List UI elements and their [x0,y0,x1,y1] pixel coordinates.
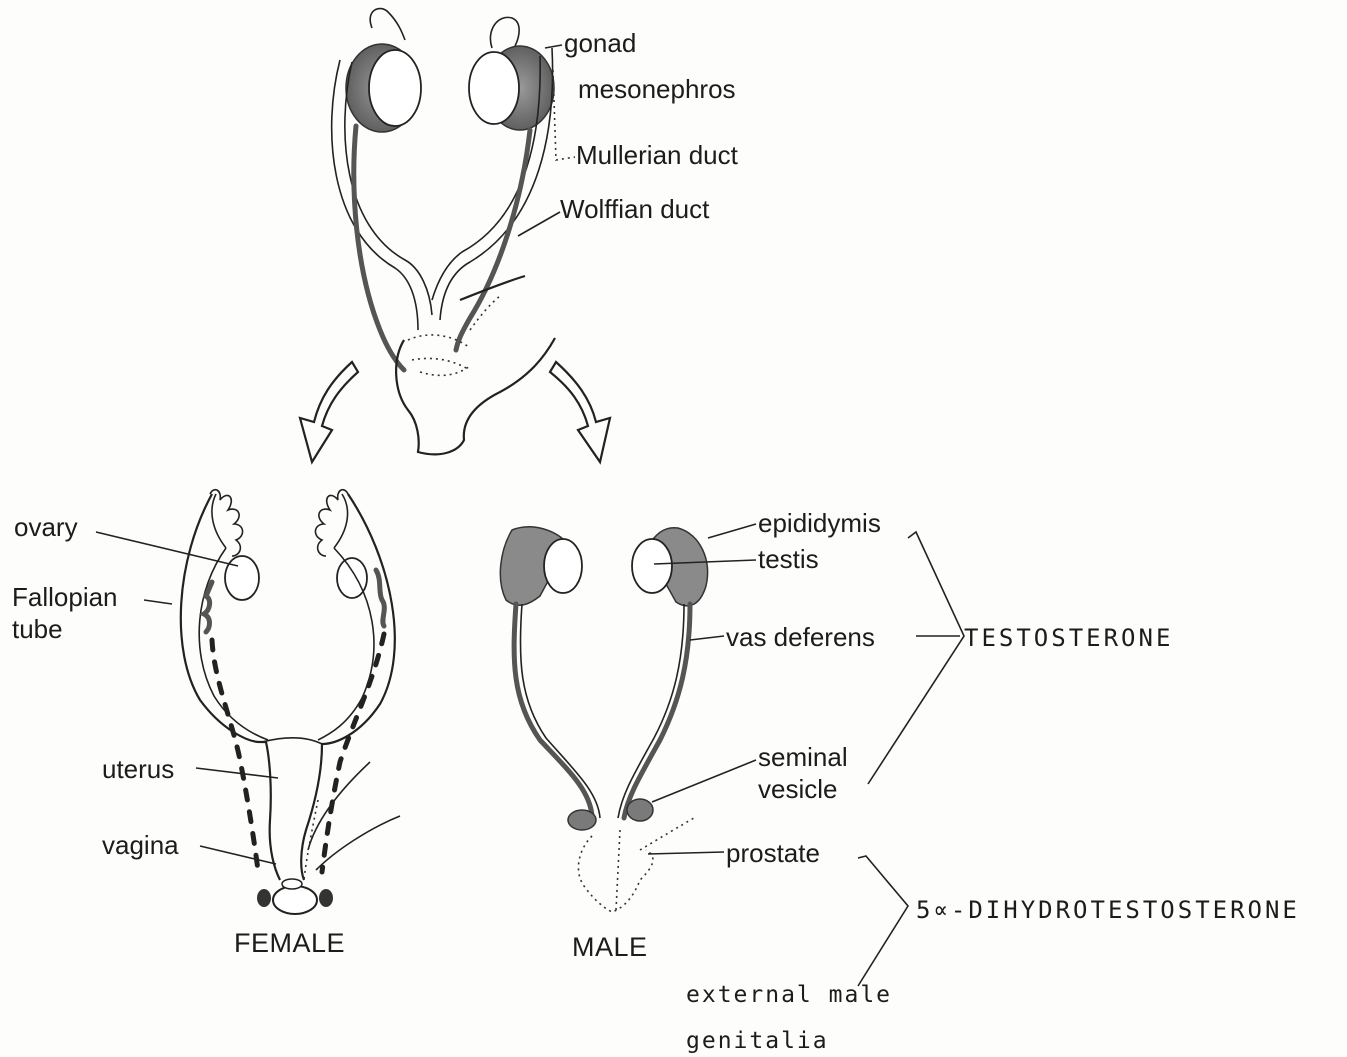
left-testis [544,539,582,593]
right-vas-deferens [624,604,690,818]
left-wolffian-duct [354,126,404,370]
label-fallopian: Fallopian [12,584,118,610]
right-gland [319,889,333,907]
label-testosterone: TESTOSTERONE [964,626,1173,650]
label-male: MALE [572,934,648,961]
urogenital-sinus [396,276,555,454]
right-gonad [469,52,519,124]
uterus-leader [196,768,278,778]
uterus-fundus [262,738,322,744]
left-arrow [300,362,358,462]
uterus-outline-left [181,494,280,880]
label-vagina: vagina [102,832,179,858]
arrows [300,362,610,462]
label-vesicle: vesicle [758,776,837,802]
male-drawing [500,524,964,986]
dht-bracket [858,856,908,986]
label-female: FEMALE [234,930,345,957]
wolffian-leader [518,212,560,236]
label-epididymis: epididymis [758,510,881,536]
testosterone-bracket [868,532,964,784]
label-uterus: uterus [102,756,174,782]
vas-deferens-leader [690,636,724,640]
label-wolffian-duct: Wolffian duct [560,196,709,222]
right-gartner-duct [322,634,384,872]
label-dht: 5∝-DIHYDROTESTOSTERONE [916,898,1300,922]
label-vas-deferens: vas deferens [726,624,875,650]
left-seminal-vesicle [568,810,596,830]
left-fimbria [210,490,243,556]
left-vas-deferens-outline [520,604,600,818]
left-mesonephros-tip [370,9,405,40]
prostate-outline [578,818,694,912]
indifferent-stage-drawing [332,9,575,455]
left-gartner-duct [212,640,258,870]
mullerian-leader [553,70,575,160]
right-wolffian-duct [456,130,530,350]
left-vas-deferens [514,604,592,816]
epididymis-leader [708,524,756,538]
label-genitalia: genitalia [686,1030,829,1053]
prostate-leader [648,852,724,854]
right-mesonephros-tip [490,17,519,48]
label-mullerian-duct: Mullerian duct [576,142,738,168]
left-gonad [369,50,421,126]
label-tube: tube [12,616,63,642]
label-external-male: external male [686,984,892,1007]
right-ovary [337,558,367,598]
vaginal-opening [273,886,317,914]
label-mesonephros: mesonephros [578,76,736,102]
label-seminal: seminal [758,744,848,770]
label-ovary: ovary [14,514,78,540]
vagina-leader [200,846,276,864]
right-fimbria [315,490,348,556]
gonad-leader [545,45,562,48]
uterus-outline-right [301,494,395,880]
label-prostate: prostate [726,840,820,866]
ovary-leader [96,532,238,566]
right-epoophoron [376,570,384,626]
right-arrow [550,362,610,462]
fallopian-leader [144,600,172,604]
left-gland [257,889,271,907]
seminal-leader [652,760,756,802]
vaginal-inner [282,879,302,889]
right-testis [632,539,672,593]
left-ovary [225,556,259,600]
label-gonad: gonad [564,30,636,56]
urethra-dotted [616,830,620,910]
label-testis: testis [758,546,819,572]
right-seminal-vesicle [627,799,653,821]
